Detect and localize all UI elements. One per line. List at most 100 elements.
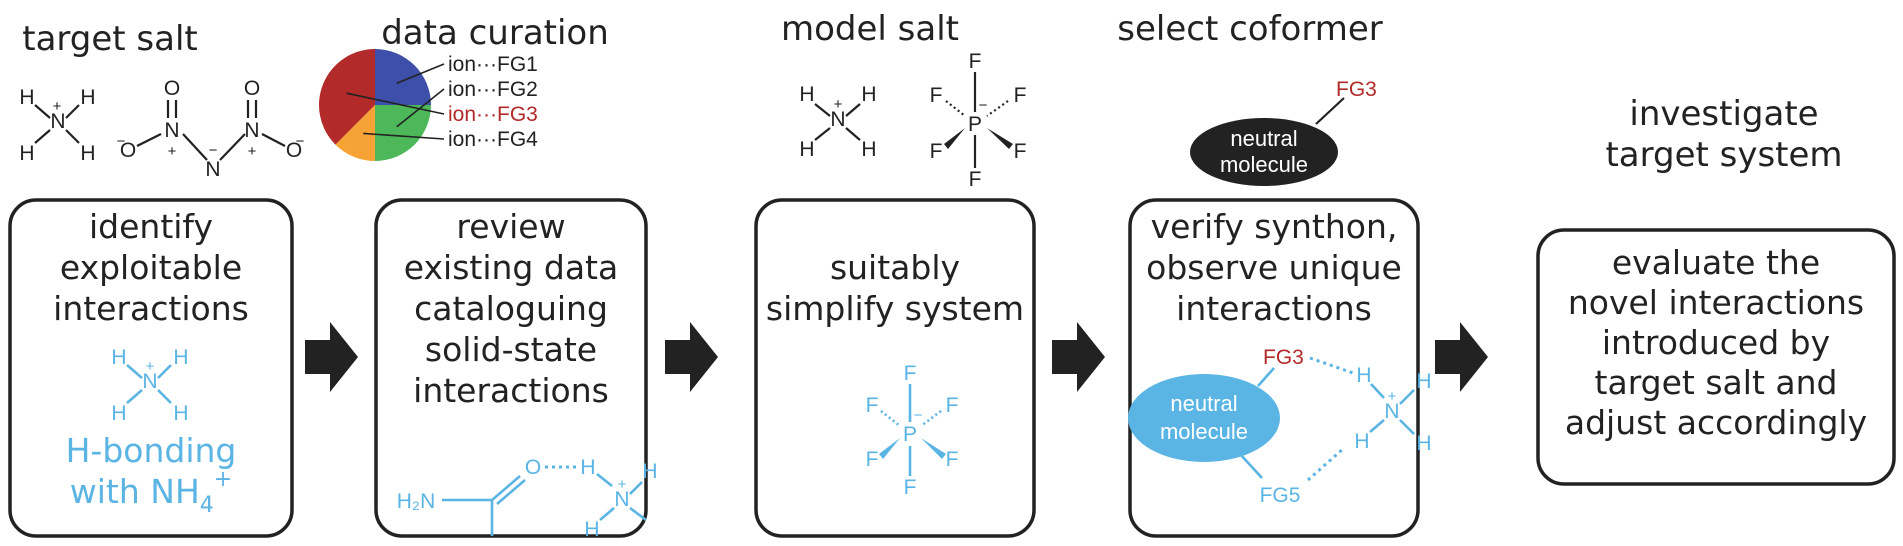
- stage3-line: simplify system: [766, 289, 1024, 328]
- atom-f: F: [866, 394, 879, 417]
- atom-n: N: [1384, 400, 1399, 423]
- ammonium-blue: N + H H H H: [111, 346, 188, 425]
- atom-o: O: [120, 139, 136, 162]
- atom-h: H: [80, 86, 95, 109]
- arrow-icon: [1052, 322, 1105, 392]
- pie-slice: [375, 105, 431, 161]
- atom-f: F: [946, 448, 959, 471]
- atom-n: N: [142, 370, 157, 393]
- stage2-line: existing data: [404, 248, 618, 287]
- atom-p: P: [968, 113, 982, 136]
- stage1-line: interactions: [53, 289, 249, 328]
- atom-h: H: [80, 142, 95, 165]
- atom-h: H: [19, 142, 34, 165]
- amide-nh2: H₂N: [397, 490, 435, 513]
- stage1-box: [8, 198, 294, 538]
- stage5-box: [1536, 228, 1896, 486]
- atom-o: O: [164, 77, 180, 100]
- pie-leader-line: [346, 92, 445, 115]
- atom-h: H: [584, 518, 599, 541]
- amide-hbond-sketch: H₂N O H N + H H: [397, 456, 658, 541]
- stage1-heading: target salt: [22, 19, 198, 59]
- atom-h: H: [1416, 370, 1431, 393]
- arrow-icon: [665, 322, 718, 392]
- stage2-line: review: [456, 207, 565, 246]
- blob-label: molecule: [1220, 152, 1308, 177]
- atom-f: F: [866, 448, 879, 471]
- stage3-line: suitably: [830, 248, 960, 287]
- pie-leader-line: [396, 63, 445, 84]
- atom-f: F: [904, 476, 917, 499]
- atom-h: H: [799, 138, 814, 161]
- atom-f: F: [930, 140, 943, 163]
- atom-h: H: [173, 346, 188, 369]
- atom-o: O: [244, 77, 260, 100]
- atom-f: F: [969, 168, 982, 191]
- charge-plus: +: [834, 96, 843, 113]
- atom-h: H: [111, 402, 126, 425]
- stage5-line: target salt and: [1595, 363, 1838, 402]
- charge-minus: −: [979, 97, 988, 114]
- pie-legend-label: ion···FG2: [448, 78, 538, 101]
- charge-plus: +: [146, 358, 155, 375]
- hexafluorophosphate-blue: P − F F F F F F: [866, 362, 959, 499]
- arrow-icon: [305, 322, 358, 392]
- charge-minus: −: [117, 133, 126, 150]
- charge-plus: +: [168, 143, 177, 160]
- stage4-line: interactions: [1176, 289, 1372, 328]
- stage1-line: exploitable: [60, 248, 242, 287]
- atom-f: F: [1014, 84, 1027, 107]
- stage2-heading: data curation: [381, 13, 609, 53]
- atom-f: F: [930, 84, 943, 107]
- arrow-icon: [1435, 322, 1488, 392]
- stage2-line: solid-state: [425, 330, 597, 369]
- charge-minus: −: [914, 407, 923, 424]
- atom-n: N: [205, 158, 220, 181]
- ammonium-black: N + H H H H: [19, 86, 95, 165]
- stage5-heading: target system: [1605, 135, 1842, 175]
- atom-h: H: [861, 138, 876, 161]
- atom-h: H: [173, 402, 188, 425]
- charge-plus: +: [248, 143, 257, 160]
- charge-minus: −: [296, 133, 305, 150]
- atom-f: F: [904, 362, 917, 385]
- stage2-line: interactions: [413, 371, 609, 410]
- dinitramide-anion: O N + O − N − N + O O −: [117, 77, 305, 181]
- pie-leader-line: [396, 88, 445, 128]
- atom-h: H: [642, 460, 657, 483]
- atom-h: H: [1416, 432, 1431, 455]
- stage1-line: identify: [89, 207, 213, 246]
- atom-h: H: [1356, 364, 1371, 387]
- fg3-label: FG3: [1336, 78, 1377, 101]
- fg5-label: FG5: [1260, 484, 1301, 507]
- pie-legend-label: ion···FG4: [448, 128, 538, 151]
- atom-n: N: [164, 119, 179, 142]
- blob-label: neutral: [1170, 391, 1237, 416]
- atom-n: N: [830, 108, 845, 131]
- stage4-line: observe unique: [1146, 248, 1402, 287]
- hbond-note-2: with NH4+: [70, 467, 232, 518]
- atom-p: P: [903, 423, 917, 446]
- pie-slice: [319, 49, 375, 145]
- pie-legend-label: ion···FG3: [448, 103, 538, 126]
- atom-n: N: [50, 110, 65, 133]
- stage4-line: verify synthon,: [1151, 207, 1398, 246]
- fg3-label: FG3: [1263, 346, 1304, 369]
- stage2-line: cataloguing: [414, 289, 608, 328]
- stage5-line: introduced by: [1602, 323, 1830, 362]
- pie-chart: [319, 49, 431, 161]
- pie-slice: [375, 49, 431, 105]
- atom-n: N: [244, 119, 259, 142]
- atom-h: H: [111, 346, 126, 369]
- atom-f: F: [969, 50, 982, 73]
- pie-leader-line: [363, 132, 445, 140]
- neutral-molecule-black: neutral molecule FG3: [1190, 78, 1377, 186]
- pie-slice: [335, 105, 375, 161]
- atom-h: H: [861, 83, 876, 106]
- blob-label: molecule: [1160, 419, 1248, 444]
- charge-plus: +: [53, 98, 62, 115]
- stage3-heading: model salt: [781, 9, 959, 49]
- charge-plus: +: [618, 476, 627, 493]
